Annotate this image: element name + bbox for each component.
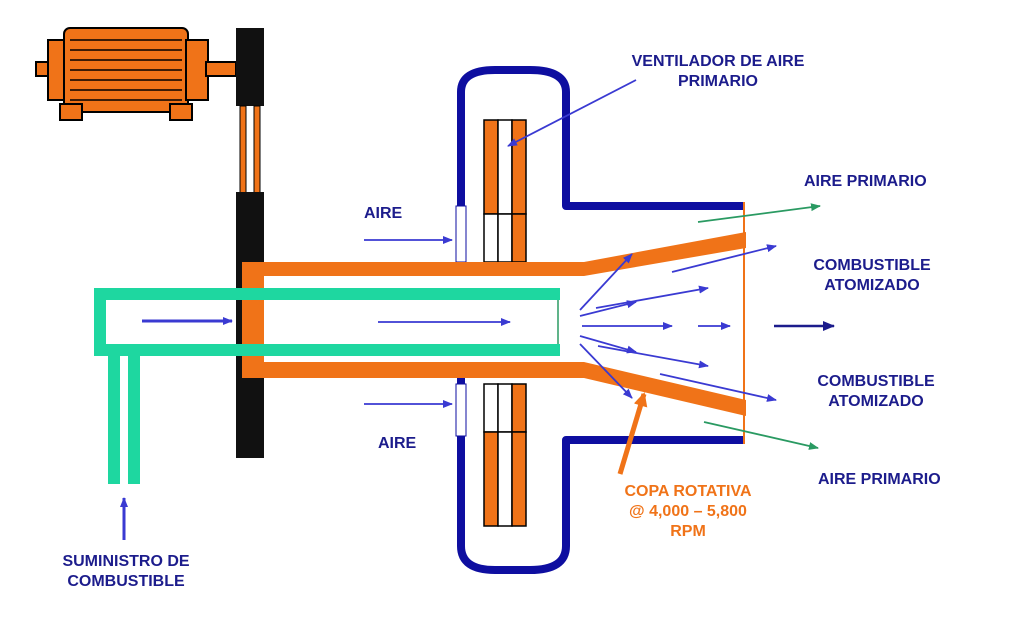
fan-blades-icon	[483, 119, 527, 527]
primary-air-label-top: AIRE PRIMARIO	[804, 173, 927, 190]
fan-label-line1: VENTILADOR DE AIRE	[631, 53, 805, 70]
cup-label-line1: COPA ROTATIVA	[624, 483, 752, 500]
cup-label-line3: RPM	[670, 523, 706, 540]
fan-housing	[457, 66, 744, 574]
primary-air-label-bottom: AIRE PRIMARIO	[818, 471, 941, 488]
atomized-bottom-line1: COMBUSTIBLE	[817, 373, 935, 390]
fan-label: VENTILADOR DE AIRE PRIMARIO	[598, 52, 838, 92]
air-label-bottom: AIRE	[378, 435, 417, 452]
supply-label-line1: SUMINISTRO DE	[62, 553, 190, 570]
motor-icon	[35, 27, 237, 121]
fuel-pipe	[94, 288, 560, 484]
atomized-top-line2: ATOMIZADO	[824, 277, 920, 294]
fuel-supply-label: SUMINISTRO DE COMBUSTIBLE	[46, 552, 206, 592]
rotary-cup-label: COPA ROTATIVA @ 4,000 – 5,800 RPM	[596, 482, 780, 542]
flow-arrows	[142, 79, 777, 408]
air-label-top: AIRE	[364, 205, 403, 222]
atomized-fuel-label-bottom: COMBUSTIBLE ATOMIZADO	[796, 372, 956, 412]
fan-label-line2: PRIMARIO	[678, 73, 758, 90]
cup-label-line2: @ 4,000 – 5,800	[629, 503, 747, 520]
atomized-fuel-label-top: COMBUSTIBLE ATOMIZADO	[792, 256, 952, 296]
drive-pulley-icon	[236, 28, 264, 458]
supply-label-line2: COMBUSTIBLE	[67, 573, 185, 590]
atomized-top-line1: COMBUSTIBLE	[813, 257, 931, 274]
atomized-bottom-line2: ATOMIZADO	[828, 393, 924, 410]
